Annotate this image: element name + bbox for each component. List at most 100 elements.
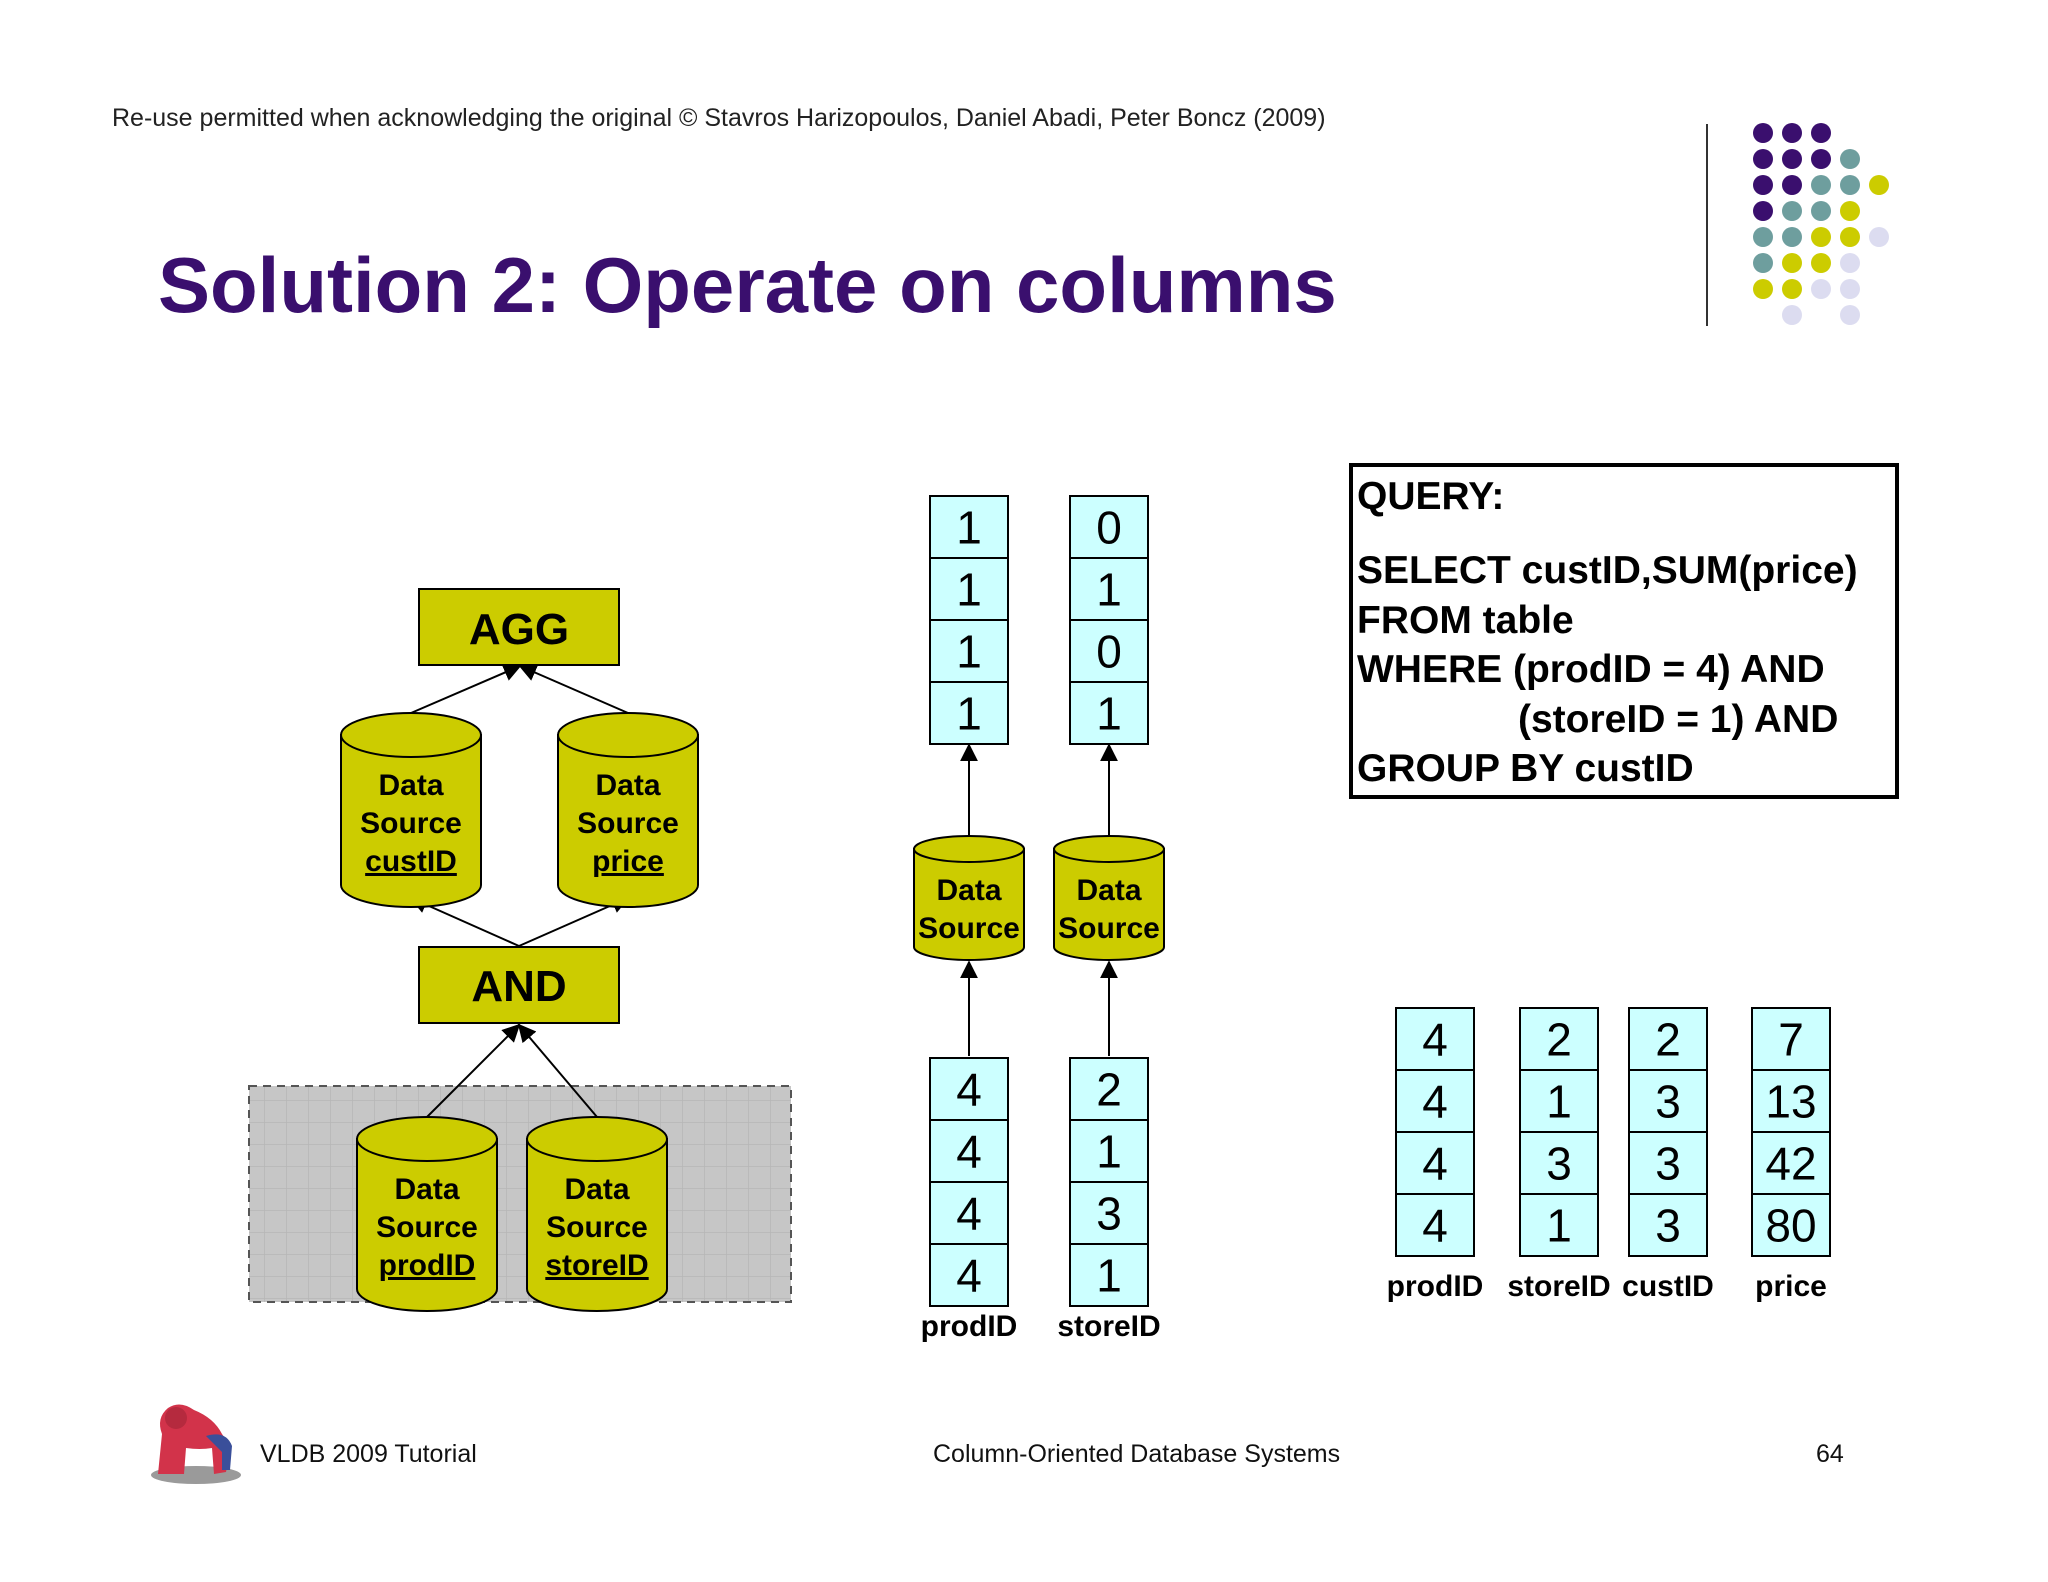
value-column: 4 4 4 4 prodID [1387,1007,1484,1303]
data-source-label: Source [1058,912,1160,945]
cell-value: 3 [1546,1138,1572,1190]
value-cell [1395,1193,1475,1257]
value-cell [1069,1119,1149,1183]
data-source-label: Source [577,807,679,840]
decorative-dot [1869,175,1889,195]
data-source-label: Data [1076,874,1141,907]
column-label: custID [1622,1270,1714,1303]
decorative-dot [1840,149,1860,169]
copyright-notice: Re-use permitted when acknowledging the … [112,104,1326,132]
cell-value: 0 [1096,502,1122,554]
cell-value: 2 [1096,1064,1122,1116]
decorative-dot [1753,175,1773,195]
cell-value: 4 [1422,1200,1448,1252]
cell-value: 3 [1655,1138,1681,1190]
cell-value: 4 [1422,1014,1448,1066]
column-label: storeID [1507,1270,1610,1303]
value-cell [1069,1181,1149,1245]
value-cell [929,1119,1009,1183]
cell-value: 1 [956,688,982,740]
value-cell [929,1057,1009,1121]
cell-value: 0 [1096,626,1122,678]
cell-value: 3 [1655,1200,1681,1252]
decorative-dot [1840,253,1860,273]
decorative-dot [1782,175,1802,195]
decorative-dot [1811,227,1831,247]
value-cell [929,557,1009,621]
cell-value: 4 [1422,1076,1448,1128]
value-cell [1395,1131,1475,1195]
cell-value: 4 [956,1250,982,1302]
column-label: prodID [921,1310,1018,1343]
data-source-label: Data [394,1173,459,1206]
agg-operator: AGG [418,588,620,666]
cell-value: 4 [956,1188,982,1240]
data-source-label: prodID [379,1249,476,1282]
decorative-dot [1782,279,1802,299]
lion-logo [151,1404,241,1484]
middle-arrows [960,743,1118,1056]
value-cell [1519,1069,1599,1133]
footer-left: VLDB 2009 Tutorial [260,1440,477,1468]
value-cell [1519,1007,1599,1071]
cell-value: 3 [1655,1076,1681,1128]
decorative-dot [1840,279,1860,299]
cell-value: 4 [1422,1138,1448,1190]
value-cell [1069,1057,1149,1121]
cell-value: 1 [956,564,982,616]
decorative-dot [1782,201,1802,221]
decorative-dot [1782,149,1802,169]
column-label: price [1755,1270,1827,1303]
decorative-dot [1840,175,1860,195]
decorative-dot [1840,227,1860,247]
cell-value: 1 [956,502,982,554]
column-label: prodID [1387,1270,1484,1303]
query-line: SELECT custID,SUM(price) [1357,549,1858,592]
footer-center: Column-Oriented Database Systems [933,1440,1340,1468]
query-line: GROUP BY custID [1357,747,1694,790]
header-divider [1706,124,1708,326]
data-source-label: storeID [545,1249,648,1282]
data-source-label: custID [365,845,457,878]
decorative-dot [1811,279,1831,299]
decorative-dot [1811,149,1831,169]
decorative-dot [1811,253,1831,273]
page-number: 64 [1816,1440,1844,1468]
cell-value: 1 [1096,1126,1122,1178]
cell-value: 1 [1096,564,1122,616]
cell-value: 2 [1655,1014,1681,1066]
decorative-dot [1811,123,1831,143]
cell-value: 1 [1096,1250,1122,1302]
value-cell [1751,1069,1831,1133]
value-cell [929,681,1009,745]
decorative-dot [1869,227,1889,247]
decorative-dot [1782,227,1802,247]
cell-value: 1 [1546,1200,1572,1252]
value-cell [1628,1193,1708,1257]
data-source-label: Data [595,769,660,802]
query-heading: QUERY: [1357,475,1505,518]
data-source-label: Data [378,769,443,802]
decorative-dot [1782,253,1802,273]
value-cell [929,1243,1009,1307]
decorative-dot [1782,305,1802,325]
value-cell [1069,1243,1149,1307]
and-operator: AND [418,946,620,1024]
data-source-label: price [592,845,664,878]
decorative-dot [1753,123,1773,143]
value-cell [929,619,1009,683]
data-source-label: Source [918,912,1020,945]
value-cell [1519,1193,1599,1257]
value-cell [1395,1069,1475,1133]
decorative-dot [1753,227,1773,247]
